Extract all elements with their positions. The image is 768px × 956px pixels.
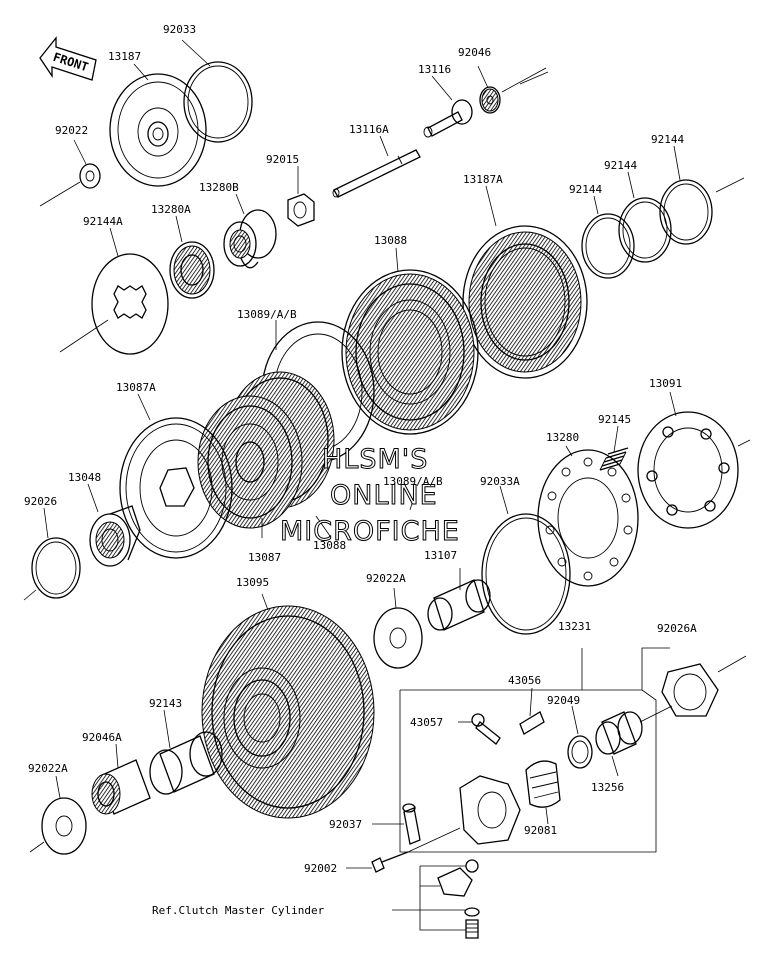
label-92033A: 92033A xyxy=(480,475,520,488)
label-92143: 92143 xyxy=(149,697,182,710)
label-92144-b: 92144 xyxy=(604,159,637,172)
part-92144A-spring-plate xyxy=(59,253,169,355)
part-13280A-bearing xyxy=(169,241,215,299)
label-92033-top: 92033 xyxy=(163,23,196,36)
part-92145-spring xyxy=(599,447,629,471)
label-13048: 13048 xyxy=(68,471,101,484)
label-13089-mid: 13089/A/B xyxy=(383,475,443,488)
label-13280A: 13280A xyxy=(151,203,191,216)
part-92046-needle-bearing xyxy=(479,67,547,114)
label-13095: 13095 xyxy=(236,576,269,589)
label-92046A: 92046A xyxy=(82,731,122,744)
leader-lines xyxy=(43,39,681,869)
front-arrow: FRONT xyxy=(39,36,97,81)
label-13256: 13256 xyxy=(591,781,624,794)
label-92049: 92049 xyxy=(547,694,580,707)
part-92143-collar xyxy=(149,731,223,795)
part-13116A-rod xyxy=(332,149,421,198)
label-92046-top: 92046 xyxy=(458,46,491,59)
label-92145: 92145 xyxy=(598,413,631,426)
label-43056: 43056 xyxy=(508,674,541,687)
part-13280B-sleeve xyxy=(223,209,277,269)
part-13107-spline xyxy=(427,579,491,631)
label-92026A: 92026A xyxy=(657,622,697,635)
label-13107: 13107 xyxy=(424,549,457,562)
part-43056-fitting xyxy=(519,711,545,735)
part-13280-lifter-plate xyxy=(537,449,639,587)
front-label: FRONT xyxy=(51,50,90,74)
watermark-line-2: ONLINE xyxy=(330,480,438,511)
part-92144-shims xyxy=(581,177,745,279)
label-92144-c: 92144 xyxy=(569,183,602,196)
label-92037: 92037 xyxy=(329,818,362,831)
watermark-line-3: MICROFICHE xyxy=(280,516,460,547)
part-13231-group-frame xyxy=(399,647,670,853)
label-13116: 13116 xyxy=(418,63,451,76)
label-92022A-mid: 92022A xyxy=(366,572,406,585)
label-92015: 92015 xyxy=(266,153,299,166)
label-13187A: 13187A xyxy=(463,173,503,186)
part-banjo-fittings xyxy=(392,859,480,939)
label-13091: 13091 xyxy=(649,377,682,390)
part-92002-bolt xyxy=(371,827,461,873)
part-13087-clutch-hub xyxy=(197,395,303,529)
watermark-line-1: HLSM'S xyxy=(322,444,428,475)
label-92026: 92026 xyxy=(24,495,57,508)
label-13087A: 13087A xyxy=(116,381,156,394)
label-13088-mid: 13088 xyxy=(313,539,346,552)
label-13280B: 13280B xyxy=(199,181,239,194)
part-92026-o-ring xyxy=(23,537,81,601)
part-92049-seal xyxy=(567,735,593,769)
part-13091-cover xyxy=(637,411,751,529)
part-13187-pressure-plate xyxy=(109,73,207,187)
reference-label: Ref.Clutch Master Cylinder xyxy=(152,904,325,917)
part-13095-clutch-housing xyxy=(201,605,375,819)
label-92144A: 92144A xyxy=(83,215,123,228)
part-13187A-ring-plate xyxy=(462,225,588,379)
label-13087: 13087 xyxy=(248,551,281,564)
label-13280: 13280 xyxy=(546,431,579,444)
label-92022A-low: 92022A xyxy=(28,762,68,775)
part-labels: 92033 13187 92046 13116 92022 13116A 921… xyxy=(24,23,697,917)
label-13231: 13231 xyxy=(558,620,591,633)
label-13089-top: 13089/A/B xyxy=(237,308,297,321)
part-13256-piston xyxy=(595,705,673,755)
part-92022A-washer-mid xyxy=(373,607,423,669)
part-92033-circlip xyxy=(183,61,253,143)
part-13048-bushing xyxy=(89,505,141,567)
label-13116A: 13116A xyxy=(349,123,389,136)
part-92037-clamp xyxy=(402,803,421,845)
part-slave-cylinder-body xyxy=(459,775,521,845)
part-92033A-circlip xyxy=(481,513,571,635)
part-92081-boot xyxy=(525,760,561,808)
part-92022A-washer-low xyxy=(29,797,87,855)
label-92144-a: 92144 xyxy=(651,133,684,146)
part-13116-pushrod xyxy=(423,99,473,138)
watermark: HLSM'S ONLINE MICROFICHE xyxy=(280,444,460,548)
part-13087A-plate xyxy=(119,417,233,559)
label-92022-top: 92022 xyxy=(55,124,88,137)
part-92046A-needle-bearing xyxy=(91,759,151,815)
label-92002: 92002 xyxy=(304,862,337,875)
label-92081: 92081 xyxy=(524,824,557,837)
label-43057: 43057 xyxy=(410,716,443,729)
part-92026A-gasket xyxy=(661,655,747,717)
part-43057-bleeder xyxy=(471,713,501,745)
label-13088-top: 13088 xyxy=(374,234,407,247)
part-13088-friction-plate xyxy=(341,269,479,435)
part-92022-washer xyxy=(39,163,101,207)
label-13187: 13187 xyxy=(108,50,141,63)
part-92015-nut xyxy=(287,193,315,227)
